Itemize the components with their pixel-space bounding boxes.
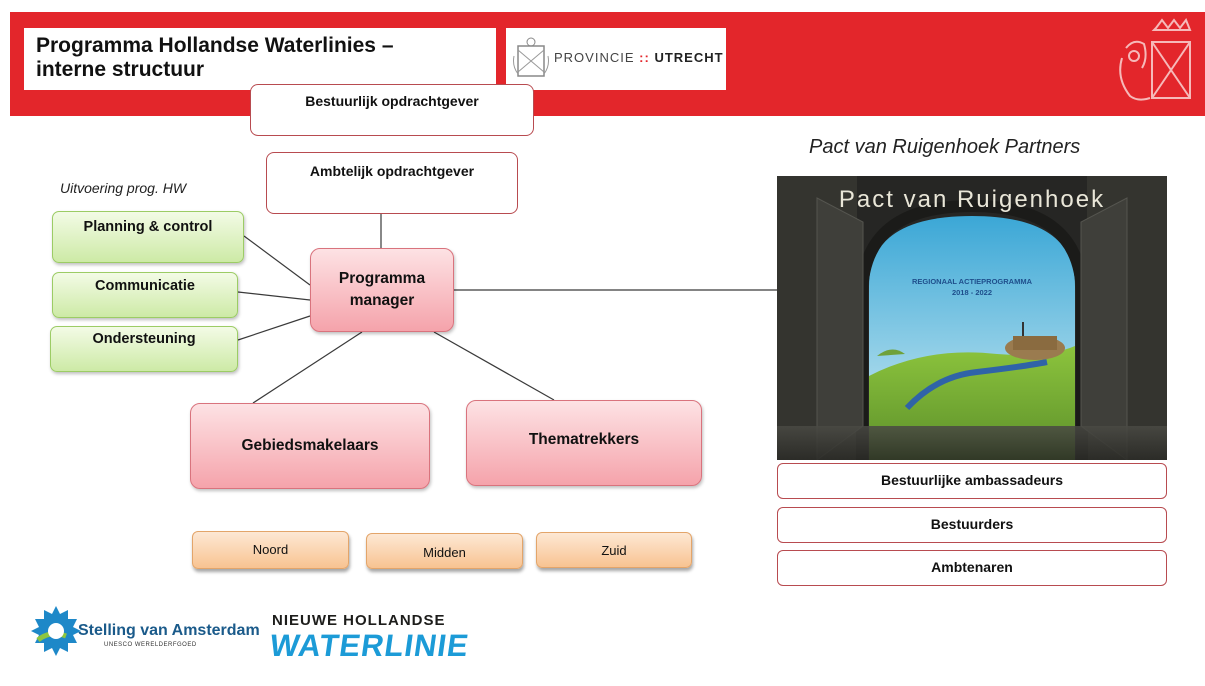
ambtelijk-opdrachtgever-label: Ambtelijk opdrachtgever: [309, 163, 475, 179]
stelling-logo-text: Stelling van Amsterdam: [78, 622, 260, 639]
region-midden-label: Midden: [423, 545, 466, 560]
title-line-2: interne structuur: [36, 58, 205, 81]
partner-label: Bestuurders: [930, 516, 1014, 532]
planning-control-label: Planning & control: [83, 219, 213, 235]
thematrekkers-box: Thematrekkers: [466, 400, 702, 486]
region-noord-box: Noord: [192, 531, 349, 569]
gebiedsmakelaars-box: Gebiedsmakelaars: [190, 403, 430, 489]
slide-title: Programma Hollandse Waterlinies – intern…: [24, 28, 496, 90]
communicatie-box: Communicatie: [52, 272, 238, 318]
thematrekkers-label: Thematrekkers: [528, 431, 640, 448]
province-logo-text2: UTRECHT: [654, 50, 724, 65]
title-line-1: Programma Hollandse Waterlinies –: [36, 34, 394, 57]
programma-manager-line2: manager: [349, 292, 415, 309]
bestuurlijk-opdrachtgever-label: Bestuurlijk opdrachtgever: [305, 93, 479, 109]
ambtelijk-opdrachtgever-box: Ambtelijk opdrachtgever: [266, 152, 518, 214]
cover-sub-line1: REGIONAAL ACTIEPROGRAMMA: [912, 277, 1032, 286]
region-zuid-box: Zuid: [536, 532, 692, 568]
region-midden-box: Midden: [366, 533, 523, 569]
province-logo-sep: ::: [639, 50, 650, 65]
province-crest-icon: [513, 37, 549, 77]
province-logo-text: PROVINCIE: [554, 50, 635, 65]
programma-manager-box: Programma manager: [310, 248, 454, 332]
nhw-logo-line2: WATERLINIE: [267, 628, 472, 663]
partner-label: Ambtenaren: [931, 559, 1013, 575]
bestuurlijk-opdrachtgever-box: Bestuurlijk opdrachtgever: [250, 84, 534, 136]
partner-label: Bestuurlijke ambassadeurs: [880, 472, 1064, 488]
utrecht-crest-icon: [1119, 18, 1192, 101]
partner-bestuurders: Bestuurders: [777, 507, 1167, 543]
planning-control-box: Planning & control: [52, 211, 244, 263]
top-strip: [0, 0, 1205, 12]
stelling-logo-sub: UNESCO WERELDERFGOED: [104, 642, 197, 648]
province-logo: PROVINCIE :: UTRECHT: [506, 28, 726, 90]
cover-illustration: [777, 176, 1167, 460]
cover-sub-line2: 2018 - 2022: [951, 288, 993, 297]
gebiedsmakelaars-label: Gebiedsmakelaars: [241, 437, 379, 454]
ondersteuning-label: Ondersteuning: [92, 331, 196, 347]
uitvoering-label: Uitvoering prog. HW: [60, 180, 187, 196]
region-zuid-label: Zuid: [601, 543, 627, 558]
programma-manager-line1: Programma: [338, 270, 426, 287]
partner-bestuurlijke-ambassadeurs: Bestuurlijke ambassadeurs: [777, 463, 1167, 499]
ondersteuning-box: Ondersteuning: [50, 326, 238, 372]
partner-ambtenaren: Ambtenaren: [777, 550, 1167, 586]
stelling-van-amsterdam-logo: Stelling van Amsterdam UNESCO WERELDERFG…: [26, 600, 260, 671]
cover-title: Pact van Ruigenhoek: [838, 186, 1106, 213]
stelling-gear-icon: [31, 606, 81, 656]
pact-cover-image: Pact van Ruigenhoek REGIONAAL ACTIEPROGR…: [777, 176, 1167, 460]
communicatie-label: Communicatie: [95, 278, 195, 294]
region-noord-label: Noord: [252, 542, 289, 557]
nhw-logo-line1: NIEUWE HOLLANDSE: [272, 612, 446, 629]
pact-heading: Pact van Ruigenhoek Partners: [809, 136, 1081, 158]
